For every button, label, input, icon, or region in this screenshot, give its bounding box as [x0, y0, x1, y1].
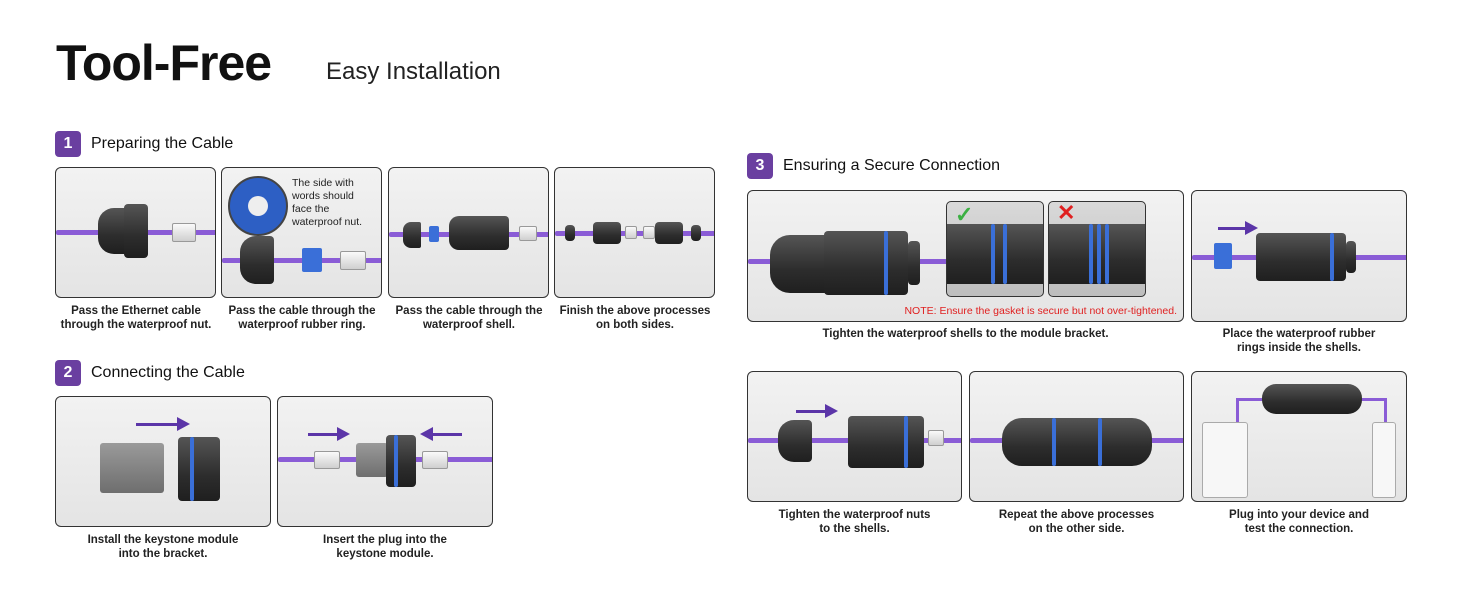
arrow-right-icon	[1218, 221, 1258, 235]
section-1-title: Preparing the Cable	[91, 135, 234, 152]
rubber-ring-illustration	[228, 176, 288, 236]
cross-icon: ✕	[1057, 201, 1076, 225]
step-1-1-image	[55, 167, 216, 298]
section-3-header: 3 Ensuring a Secure Connection	[747, 153, 1000, 179]
correct-example-inset: ✓	[946, 201, 1044, 297]
section-3-title: Ensuring a Secure Connection	[783, 157, 1001, 174]
tester-remote-unit	[1372, 422, 1396, 498]
section-1-header: 1 Preparing the Cable	[55, 131, 233, 157]
step-3-4-image	[969, 371, 1184, 502]
step-3-1-caption: Tighten the waterproof shells to the mod…	[822, 328, 1109, 340]
arrow-right-icon	[136, 417, 190, 431]
section-2-title: Connecting the Cable	[91, 364, 245, 381]
step-2-2-image	[277, 396, 493, 527]
section-3-number: 3	[747, 153, 773, 179]
step-3-2-image	[1191, 190, 1407, 322]
page-subtitle: Easy Installation	[326, 58, 501, 85]
section-1-number: 1	[55, 131, 81, 157]
step-1-4-image	[554, 167, 715, 298]
section-2-header: 2 Connecting the Cable	[55, 360, 245, 386]
step-3-5-image	[1191, 371, 1407, 502]
step-2-1-image	[55, 396, 271, 527]
arrow-left-icon	[420, 427, 462, 441]
page-title: Tool-Free	[56, 35, 272, 91]
arrow-right-icon	[308, 427, 350, 441]
keystone-module	[100, 443, 164, 493]
step-3-3-image	[747, 371, 962, 502]
step-1-3-image	[388, 167, 549, 298]
step-3-1-note: NOTE: Ensure the gasket is secure but no…	[904, 305, 1177, 317]
tester-main-unit	[1202, 422, 1248, 498]
incorrect-example-inset: ✕	[1048, 201, 1146, 297]
check-icon: ✓	[955, 202, 974, 227]
step-3-1-image: ✓ ✕ NOTE: Ensure the gasket is secure bu…	[747, 190, 1184, 322]
section-2-number: 2	[55, 360, 81, 386]
arrow-right-icon	[796, 404, 838, 418]
